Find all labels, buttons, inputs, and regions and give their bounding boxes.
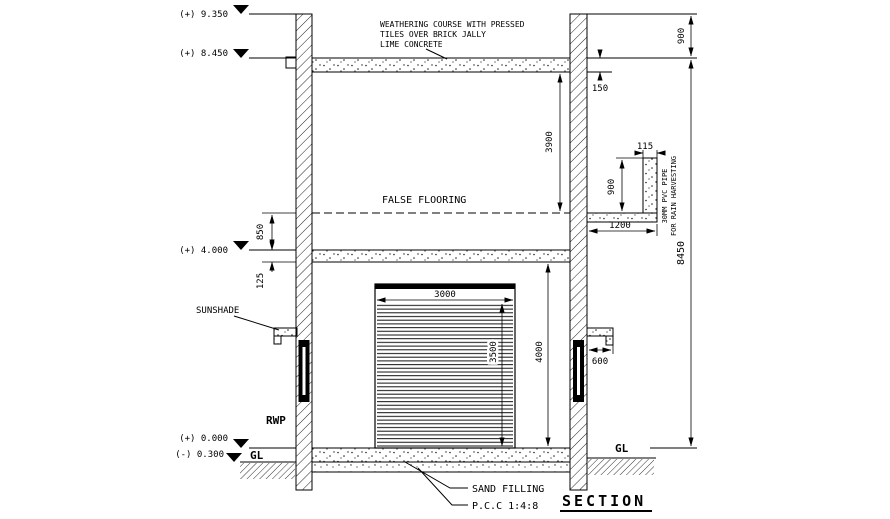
roof-slab — [311, 57, 571, 73]
pcc-label: P.C.C 1:4:8 — [472, 501, 538, 512]
level-marker-icon — [226, 453, 242, 462]
dim-parapet-900: 900 — [677, 15, 694, 57]
pcc-callout: P.C.C 1:4:8 — [417, 467, 538, 512]
dim-pipe-115: 115 — [634, 142, 666, 158]
dim-clear-3900: 3900 — [545, 73, 563, 212]
dim-roof-slab-150: 150 — [592, 49, 608, 94]
dim-overall-8450: 8450 — [676, 59, 694, 447]
level-8450: (+) 8.450 — [179, 49, 228, 59]
svg-text:3900: 3900 — [545, 131, 555, 153]
level-marker-icon — [233, 5, 249, 14]
svg-text:900: 900 — [677, 28, 687, 44]
ground-slab — [311, 447, 571, 473]
gl-label-left: GL — [250, 449, 264, 462]
rwp-label: RWP — [266, 414, 286, 427]
svg-text:TILES OVER BRICK JALLY: TILES OVER BRICK JALLY — [380, 30, 486, 39]
svg-text:600: 600 — [592, 357, 608, 367]
level-m0300: (-) 0.300 — [175, 450, 224, 460]
dim-clear-4000: 4000 — [533, 263, 551, 447]
left-wall — [295, 13, 313, 491]
dim-opening-3500: 3500 — [487, 303, 505, 447]
dim-false-floor-850: 850 — [256, 212, 296, 263]
rwp-head — [285, 56, 297, 69]
svg-text:3500: 3500 — [489, 341, 499, 363]
section-title: SECTION — [562, 492, 646, 510]
svg-text:115: 115 — [637, 142, 653, 152]
level-marker-icon — [233, 49, 249, 58]
svg-text:3000: 3000 — [434, 290, 456, 300]
svg-text:FOR RAIN HARVESTING: FOR RAIN HARVESTING — [670, 156, 678, 236]
floor-slab — [311, 249, 571, 263]
ground-left — [240, 461, 296, 479]
svg-text:900: 900 — [607, 179, 617, 195]
svg-text:850: 850 — [256, 224, 266, 240]
level-marker-icon — [233, 439, 249, 448]
gl-label-right: GL — [615, 442, 629, 455]
right-wall — [569, 13, 588, 491]
svg-text:125: 125 — [256, 273, 266, 289]
dim-floor-slab-125: 125 — [256, 240, 275, 289]
dim-opening-3000: 3000 — [376, 290, 514, 303]
svg-text:4000: 4000 — [535, 341, 545, 363]
dim-pipe-900: 900 — [607, 157, 643, 212]
rain-channel — [586, 157, 658, 223]
pvc-pipe-note: 30MM PVC PIPE FOR RAIN HARVESTING — [661, 156, 678, 236]
level-triangles — [226, 5, 249, 462]
sunshade-callout: SUNSHADE — [196, 306, 280, 331]
dim-pipe-1200: 1200 — [588, 221, 658, 236]
level-marker-icon — [233, 241, 249, 250]
drawing-title: SECTION — [560, 492, 652, 512]
false-flooring-label: FALSE FLOORING — [382, 195, 466, 206]
svg-text:8450: 8450 — [676, 241, 687, 265]
left-wall-window — [298, 340, 310, 402]
level-4000: (+) 4.000 — [179, 246, 228, 256]
right-wall-window — [573, 340, 584, 402]
level-lines — [249, 13, 697, 449]
svg-text:WEATHERING COURSE WITH PRESSED: WEATHERING COURSE WITH PRESSED — [380, 20, 525, 29]
ground-right — [587, 457, 656, 475]
louver-window — [374, 283, 516, 449]
level-0000: (+) 0.000 — [179, 434, 228, 444]
level-9350: (+) 9.350 — [179, 10, 228, 20]
weathering-note: WEATHERING COURSE WITH PRESSED TILES OVE… — [380, 20, 525, 60]
right-sunshade — [586, 327, 614, 346]
sand-filling-label: SAND FILLING — [472, 484, 544, 495]
sunshade-label: SUNSHADE — [196, 306, 239, 316]
svg-text:LIME CONCRETE: LIME CONCRETE — [380, 40, 443, 49]
svg-text:150: 150 — [592, 84, 608, 94]
left-sunshade — [273, 327, 298, 345]
svg-text:1200: 1200 — [609, 221, 631, 231]
svg-text:30MM PVC PIPE: 30MM PVC PIPE — [661, 169, 669, 224]
dim-sunshade-600: 600 — [588, 338, 614, 367]
